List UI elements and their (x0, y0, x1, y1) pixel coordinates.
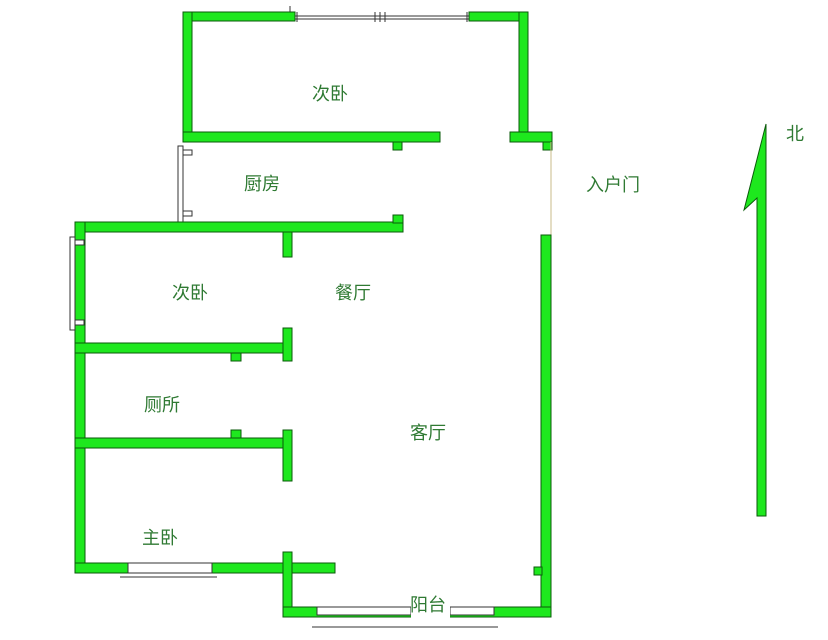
room-label-bedroom: 次卧 (312, 84, 348, 105)
window-kitchen (177, 145, 193, 223)
wall (540, 234, 552, 618)
wall (74, 342, 293, 354)
north-arrow-icon (743, 123, 767, 517)
window-master (120, 562, 217, 578)
room-label-toilet: 厕所 (144, 395, 180, 416)
wall (230, 429, 242, 439)
wall (230, 352, 242, 362)
wall (182, 11, 193, 143)
wall (74, 437, 293, 449)
room-label-kitchen: 厨房 (244, 174, 280, 195)
wall (392, 141, 403, 151)
wall (282, 231, 293, 258)
wall (182, 131, 441, 143)
wall (74, 221, 404, 233)
wall (282, 327, 293, 362)
room-label-bedroom: 次卧 (172, 283, 208, 304)
room-label-dining: 餐厅 (335, 283, 371, 304)
wall (392, 214, 404, 224)
north-label: 北 (786, 124, 804, 145)
room-label-living: 客厅 (410, 423, 446, 444)
wall (182, 11, 296, 22)
room-label-master: 主卧 (142, 528, 178, 549)
room-label-balcony: 阳台 (410, 595, 446, 616)
window-balcony (312, 606, 498, 628)
wall (533, 566, 543, 576)
wall (509, 131, 553, 143)
wall (542, 141, 553, 151)
entrance-label: 入户门 (586, 175, 640, 196)
wall (282, 429, 293, 482)
wall (518, 11, 529, 143)
wall (74, 221, 86, 574)
window-bedroom (69, 236, 85, 331)
window-top (289, 6, 469, 22)
